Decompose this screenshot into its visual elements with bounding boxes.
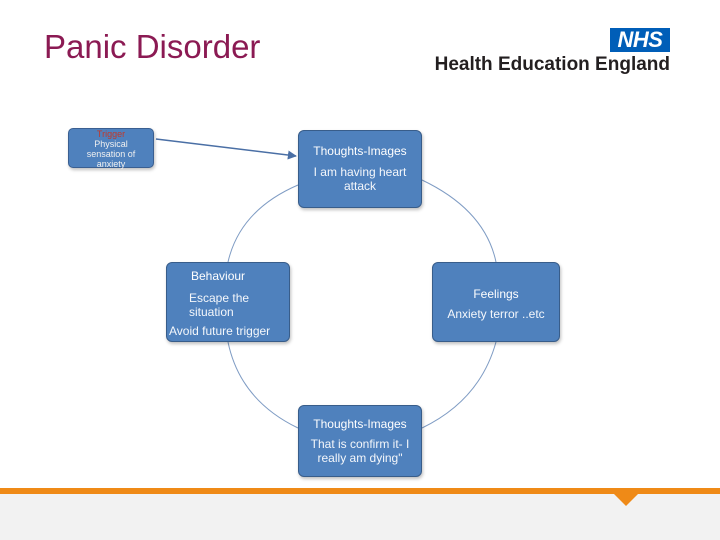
footer-orange-stripe bbox=[0, 488, 720, 506]
trigger-line: sensation of bbox=[86, 149, 136, 159]
feelings-text: Anxiety terror ..etc bbox=[447, 307, 545, 321]
trigger-line: anxiety bbox=[96, 159, 126, 169]
behaviour-heading: Behaviour bbox=[191, 269, 246, 283]
connector-thoughts-to-feelings bbox=[421, 179, 497, 263]
behaviour-box: Behaviour Escape the situation Avoid fut… bbox=[166, 262, 290, 342]
footer-grey-panel bbox=[0, 494, 720, 540]
connector-thoughts-to-behaviour bbox=[227, 341, 299, 429]
thoughts-heading: Thoughts-Images bbox=[313, 417, 407, 431]
thoughts-images-box-top: Thoughts-Images I am having heart attack bbox=[298, 130, 422, 208]
behaviour-line: Escape the situation bbox=[189, 291, 250, 319]
nhs-wordmark: NHS bbox=[610, 28, 670, 52]
organisation-name: Health Education England bbox=[434, 54, 670, 75]
feelings-heading: Feelings bbox=[473, 287, 519, 301]
connector-feelings-to-thoughts bbox=[421, 341, 497, 429]
behaviour-line: Avoid future trigger bbox=[169, 324, 271, 338]
trigger-box: Trigger Physical sensation of anxiety bbox=[68, 128, 154, 169]
slide-title: Panic Disorder bbox=[44, 28, 261, 65]
trigger-heading: Trigger bbox=[96, 129, 126, 139]
trigger-line: Physical bbox=[94, 139, 128, 149]
thoughts-text: That is confirm it- I really am dying" bbox=[310, 437, 410, 465]
nhs-logo: NHS Health Education England bbox=[435, 28, 698, 78]
connector-behaviour-to-thoughts bbox=[227, 184, 299, 263]
thoughts-images-box-bottom: Thoughts-Images That is confirm it- I re… bbox=[298, 405, 422, 477]
thoughts-heading: Thoughts-Images bbox=[313, 144, 407, 158]
trigger-arrow bbox=[155, 138, 297, 160]
footer-band bbox=[0, 488, 720, 540]
thoughts-text: I am having heart attack bbox=[313, 165, 407, 193]
feelings-box: Feelings Anxiety terror ..etc bbox=[432, 262, 560, 342]
